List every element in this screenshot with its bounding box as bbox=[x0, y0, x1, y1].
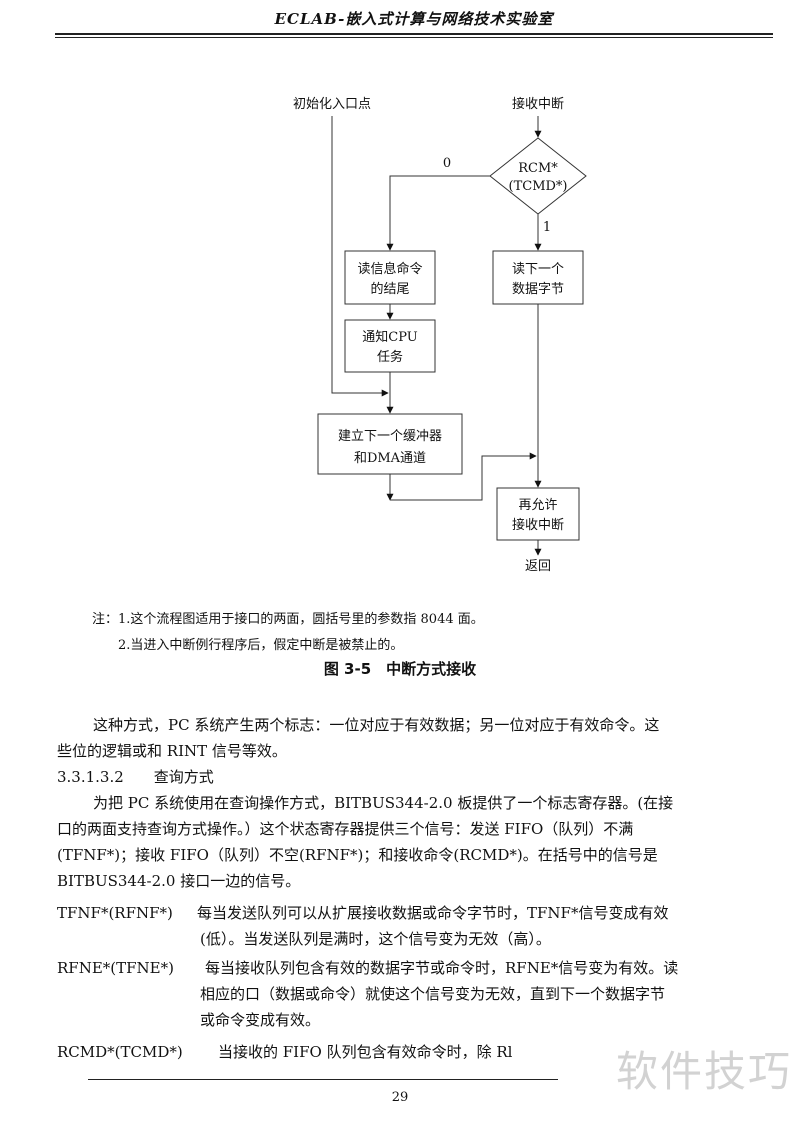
box-read-next-label: 数据字节 bbox=[512, 282, 564, 297]
box-read-next-label: 读下一个 bbox=[512, 262, 564, 277]
box-read-end-label: 的结尾 bbox=[370, 281, 409, 297]
definition-text: 相应的口（数据或命令）就使这个信号变为无效，直到下一个数据字节 bbox=[200, 985, 666, 1003]
box-read-end bbox=[344, 250, 436, 305]
flow-line bbox=[390, 452, 537, 501]
body-line: BITBUS344-2.0 接口一边的信号。 bbox=[57, 872, 301, 890]
flow-line bbox=[331, 116, 389, 397]
body-line: 些位的逻辑或和 RINT 信号等效。 bbox=[57, 742, 287, 760]
definition-term: TFNF*(RFNF*) bbox=[57, 904, 173, 922]
box-buffer-label: 建立下一个缓冲器 bbox=[338, 429, 442, 444]
decision-label: RCM* bbox=[518, 161, 558, 176]
box-read-next bbox=[492, 250, 584, 305]
figure-caption: 图 3-5 中断方式接收 bbox=[323, 660, 477, 678]
box-reenable bbox=[496, 487, 580, 541]
definition-text: 每当发送队列可以从扩展接收数据或命令字节时，TFNF*信号变成有效 bbox=[197, 904, 669, 922]
entry-init-label: 初始化入口点 bbox=[293, 97, 371, 112]
page-number: 29 bbox=[391, 1090, 409, 1105]
header-rule-thin bbox=[55, 37, 773, 38]
exit-return-label: 返回 bbox=[525, 559, 551, 574]
running-header: ECLAB-嵌入式计算与网络技术实验室 bbox=[274, 10, 554, 28]
definition-text: 当接收的 FIFO 队列包含有效命令时，除 Rl bbox=[218, 1043, 513, 1061]
body-line: 口的两面支持查询方式操作。）这个状态寄存器提供三个信号：发送 FIFO（队列）不… bbox=[57, 820, 634, 838]
branch-zero-label: 0 bbox=[443, 156, 451, 171]
interrupt-receive-flowchart: 初始化入口点 接收中断 RCM* (TCMD*) 0 1 读信息命令 的结尾 读… bbox=[293, 96, 587, 574]
box-buffer-label: 和DMA通道 bbox=[354, 451, 426, 466]
decision-diamond bbox=[489, 137, 587, 215]
watermark: 软件技巧 bbox=[615, 1047, 792, 1096]
flow-line bbox=[386, 175, 490, 251]
figure-note: 2.当进入中断例行程序后，假定中断是被禁止的。 bbox=[118, 638, 404, 653]
body-line: 为把 PC 系统使用在查询操作方式，BITBUS344-2.0 板提供了一个标志… bbox=[93, 794, 674, 812]
box-read-end-label: 读信息命令 bbox=[357, 261, 422, 277]
box-notify-cpu bbox=[344, 319, 436, 373]
entry-recv-label: 接收中断 bbox=[512, 96, 564, 112]
body-line: 这种方式，PC 系统产生两个标志：一位对应于有效数据；另一位对应于有效命令。这 bbox=[93, 716, 660, 734]
box-notify-label: 任务 bbox=[377, 349, 403, 365]
definition-text: 或命令变成有效。 bbox=[200, 1011, 321, 1029]
branch-one-label: 1 bbox=[543, 220, 551, 235]
header-rule bbox=[55, 33, 773, 35]
box-reenable-label: 接收中断 bbox=[512, 517, 564, 533]
definition-text: 每当接收队列包含有效的数据字节或命令时，RFNE*信号变为有效。读 bbox=[205, 959, 679, 977]
decision-label: (TCMD*) bbox=[509, 179, 568, 194]
box-buffer-dma bbox=[317, 413, 463, 475]
definition-term: RFNE*(TFNE*) bbox=[57, 959, 174, 977]
definition-text: (低）。当发送队列是满时，这个信号变为无效（高）。 bbox=[200, 930, 551, 948]
definition-term: RCMD*(TCMD*) bbox=[57, 1043, 183, 1061]
box-notify-label: 通知CPU bbox=[362, 329, 417, 345]
body-line: (TFNF*)；接收 FIFO（队列）不空(RFNF*)；和接收命令(RCMD*… bbox=[57, 846, 658, 864]
footer-rule bbox=[88, 1079, 558, 1080]
figure-note: 注：1.这个流程图适用于接口的两面，圆括号里的参数指 8044 面。 bbox=[92, 612, 484, 627]
box-reenable-label: 再允许 bbox=[518, 497, 557, 513]
section-heading: 3.3.1.3.2 查询方式 bbox=[57, 768, 214, 786]
